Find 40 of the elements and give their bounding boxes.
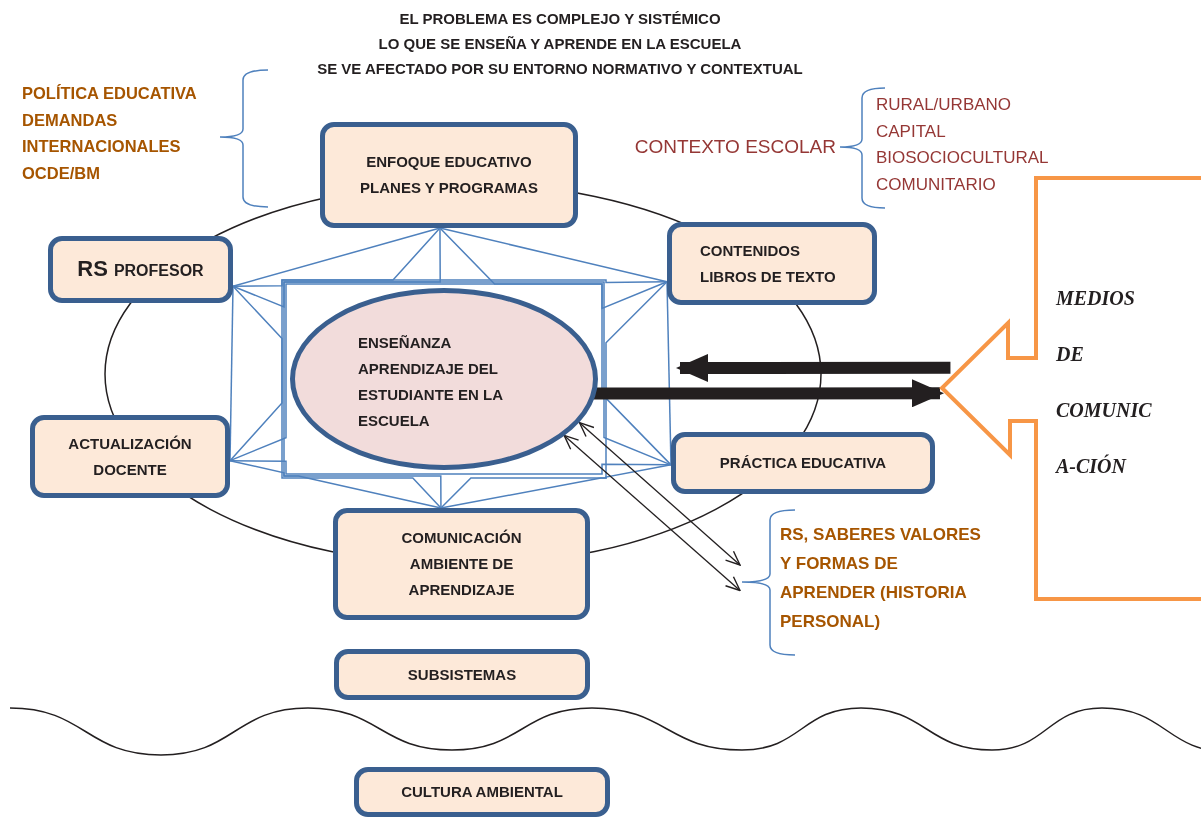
box-label: SUBSISTEMAS (407, 665, 517, 683)
callout-text: MEDIOS DE COMUNIC A-CIÓN (1056, 286, 1153, 479)
arrow (563, 434, 741, 592)
process-box (334, 649, 590, 700)
note-text: RS, SABERES VALORES Y FORMAS DE APRENDER (HISTORIA PERSONAL) (780, 524, 982, 633)
annotation-text: RURAL/URBANO CAPITAL BIOSOCIOCULTURAL COMUNITARIO (876, 94, 1049, 196)
box-label: ENFOQUE EDUCATIVO PLANES Y PROGRAMAS (360, 153, 538, 196)
arrow (593, 379, 944, 408)
arrow (578, 422, 741, 566)
connector-line (283, 227, 442, 509)
arrow (676, 353, 951, 382)
process-box (354, 767, 610, 817)
process-box (30, 415, 230, 498)
process-box (667, 222, 877, 305)
box-label: COMUNICACIÓN AMBIENTE DE APRENDIZAJE (401, 529, 522, 598)
process-box (48, 236, 233, 303)
ellipse-node (290, 288, 598, 470)
connector-line (440, 464, 672, 509)
box-label: RS (77, 255, 108, 281)
box-label: CONTENIDOS LIBROS DE TEXTO (700, 241, 836, 285)
process-box (333, 508, 590, 620)
ellipse-label: ENSEÑANZA APRENDIZAJE DEL ESTUDIANTE EN LA ESCUELA (358, 333, 504, 431)
heading-text: LO QUE SE ENSEÑA Y APRENDE EN LA ESCUELA (377, 35, 743, 52)
connector-line (232, 285, 442, 509)
process-box (671, 432, 935, 494)
box-label: CULTURA AMBIENTAL (401, 783, 563, 800)
box-label: PROFESOR (113, 261, 204, 279)
connector-line (439, 227, 672, 466)
annotation-text: POLÍTICA EDUCATIVA DEMANDAS INTERNACIONALES OCDE/BM (22, 83, 198, 184)
heading-text: EL PROBLEMA ES COMPLEJO Y SISTÉMICO (398, 10, 722, 27)
connector-line (229, 227, 441, 462)
annotation-text: CONTEXTO ESCOLAR (633, 136, 836, 158)
connector-line (232, 279, 668, 287)
connector-line (439, 227, 668, 283)
connector-line (440, 281, 668, 509)
box-label: PRÁCTICA EDUCATIVA (719, 454, 887, 471)
heading-text: SE VE AFECTADO POR SU ENTORNO NORMATIVO Y CONTEXTUAL (316, 60, 804, 77)
connector-line (229, 459, 442, 509)
box-label: ACTUALIZACIÓN DOCENTE (68, 434, 192, 478)
process-box (320, 122, 578, 228)
